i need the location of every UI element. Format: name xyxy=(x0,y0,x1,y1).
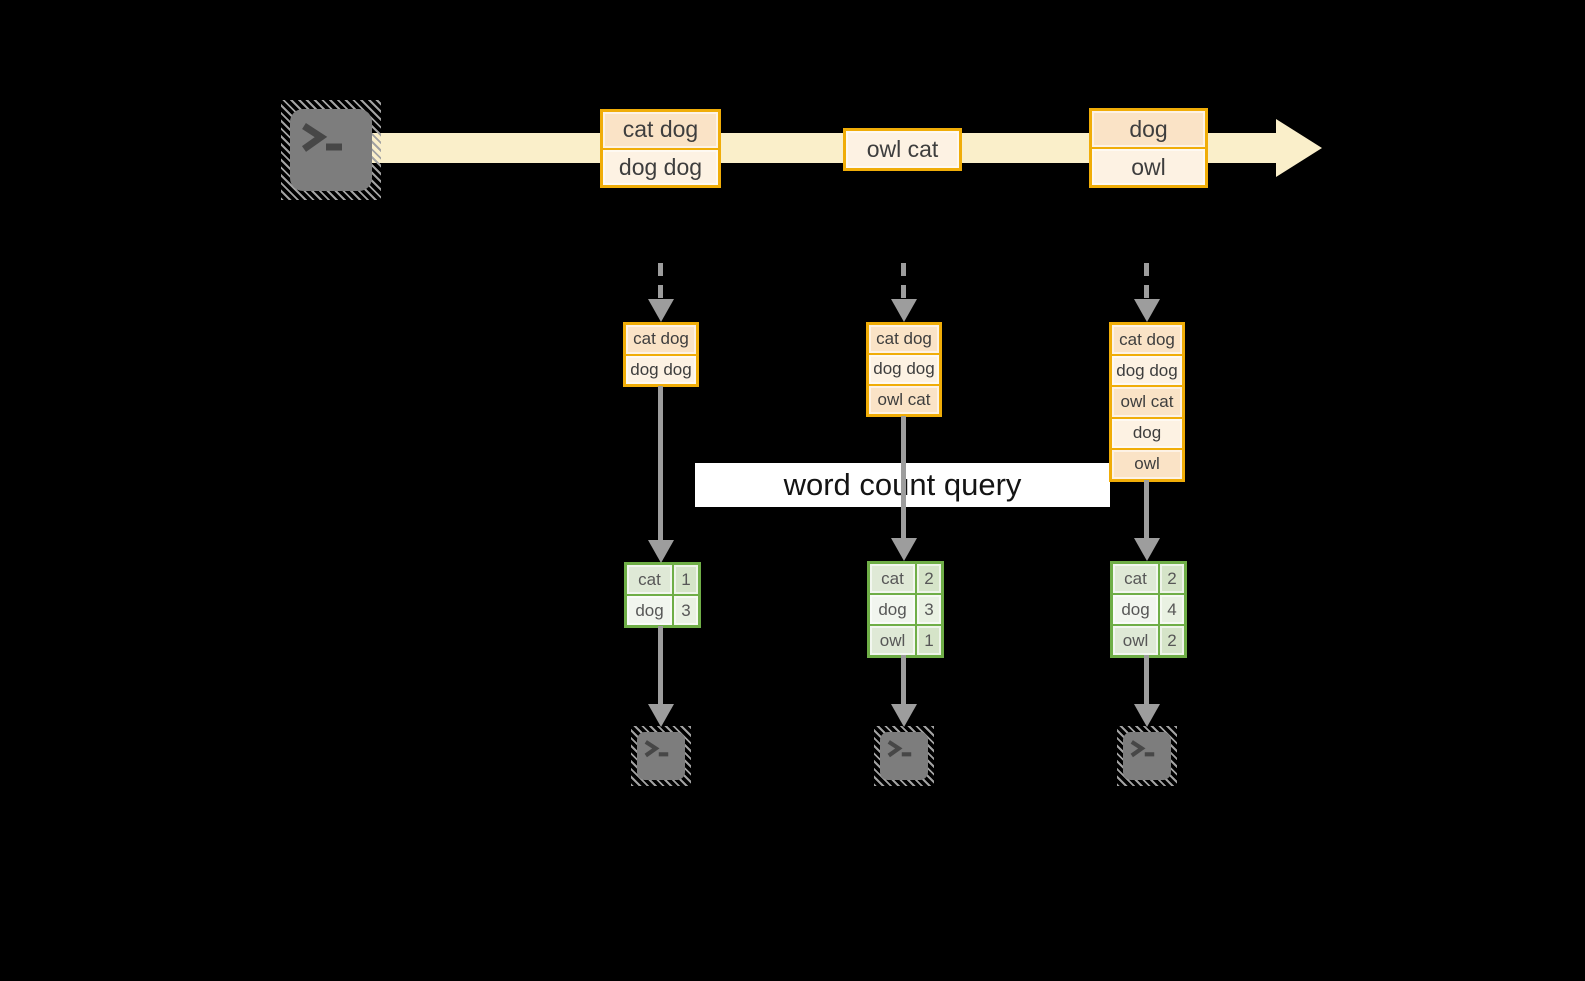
arrow-line xyxy=(658,626,663,704)
count-cell: 1 xyxy=(917,626,941,655)
timeline-batch-3: dog owl xyxy=(1089,108,1208,188)
arrowhead-icon xyxy=(891,704,917,727)
dashed-arrowhead-icon xyxy=(891,299,917,322)
word-cell: cat xyxy=(1113,564,1158,593)
count-cell: 4 xyxy=(1160,595,1184,624)
terminal-prompt-icon xyxy=(290,109,372,191)
record: cat dog xyxy=(626,325,696,354)
count-cell: 3 xyxy=(917,595,941,624)
record: dog dog xyxy=(869,355,939,384)
arrow-line xyxy=(658,386,663,540)
record: dog dog xyxy=(626,355,696,384)
record: cat dog xyxy=(869,325,939,354)
arrow-line xyxy=(901,655,906,704)
arrowhead-icon xyxy=(891,538,917,561)
dashed-arrowhead-icon xyxy=(1134,299,1160,322)
count-table-3: cat 2 dog 4 owl 2 xyxy=(1110,561,1187,658)
record: dog dog xyxy=(1112,356,1182,386)
terminal-prompt-icon xyxy=(637,732,685,780)
count-table-2: cat 2 dog 3 owl 1 xyxy=(867,561,944,658)
word-cell: owl xyxy=(870,626,915,655)
arrow-line xyxy=(901,416,906,538)
record: owl cat xyxy=(846,131,959,168)
record: owl cat xyxy=(1112,387,1182,417)
dashed-arrow-line xyxy=(901,263,906,301)
dashed-arrow-line xyxy=(658,263,663,301)
arrowhead-icon xyxy=(648,540,674,563)
terminal-prompt-icon xyxy=(1123,732,1171,780)
record: cat dog xyxy=(603,112,718,148)
dashed-arrowhead-icon xyxy=(648,299,674,322)
record: owl cat xyxy=(869,385,939,414)
arrowhead-icon xyxy=(1134,538,1160,561)
record: owl xyxy=(1112,449,1182,480)
record: cat dog xyxy=(1112,325,1182,355)
timeline-batch-2: owl cat xyxy=(843,128,962,171)
count-cell: 1 xyxy=(674,565,698,594)
stream-arrowhead-icon xyxy=(1276,119,1322,177)
record: owl xyxy=(1092,149,1205,185)
record: dog xyxy=(1092,111,1205,147)
arrowhead-icon xyxy=(648,704,674,727)
record: dog xyxy=(1112,418,1182,448)
count-cell: 2 xyxy=(1160,626,1184,655)
word-cell: cat xyxy=(870,564,915,593)
count-cell: 3 xyxy=(674,596,698,625)
record-stack-1: cat dog dog dog xyxy=(623,322,699,387)
word-cell: dog xyxy=(870,595,915,624)
record-stack-3: cat dog dog dog owl cat dog owl xyxy=(1109,322,1185,482)
sink-terminal-icon-1 xyxy=(631,726,691,786)
timeline-batch-1: cat dog dog dog xyxy=(600,109,721,188)
arrow-line xyxy=(1144,655,1149,704)
sink-terminal-icon-2 xyxy=(874,726,934,786)
record: dog dog xyxy=(603,149,718,185)
word-cell: dog xyxy=(627,596,672,625)
count-table-1: cat 1 dog 3 xyxy=(624,562,701,628)
dashed-arrow-line xyxy=(1144,263,1149,301)
word-cell: owl xyxy=(1113,626,1158,655)
arrow-line xyxy=(1144,480,1149,538)
sink-terminal-icon-3 xyxy=(1117,726,1177,786)
word-cell: dog xyxy=(1113,595,1158,624)
source-terminal-icon xyxy=(281,100,381,200)
record-stack-2: cat dog dog dog owl cat xyxy=(866,322,942,417)
arrowhead-icon xyxy=(1134,704,1160,727)
count-cell: 2 xyxy=(1160,564,1184,593)
word-cell: cat xyxy=(627,565,672,594)
terminal-prompt-icon xyxy=(880,732,928,780)
count-cell: 2 xyxy=(917,564,941,593)
